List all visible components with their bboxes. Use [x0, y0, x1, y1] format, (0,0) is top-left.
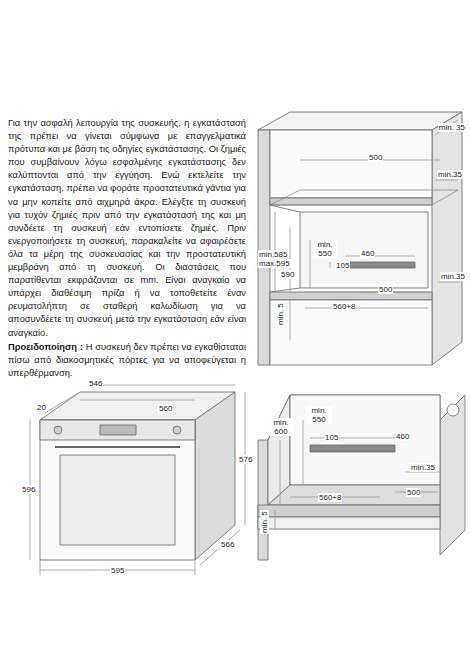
dimension-label: min. 550	[306, 406, 332, 424]
dimension-label: 560	[158, 404, 173, 413]
dimension-label: 460	[360, 249, 375, 258]
dimension-label: 460	[395, 432, 410, 441]
dimension-label: min. 5	[260, 510, 269, 534]
dimension-label: min.585	[258, 250, 288, 259]
dimension-label: 105	[335, 261, 350, 270]
dimension-label: 500	[378, 285, 393, 294]
dimension-label: min. 5	[276, 302, 285, 326]
dimension-label: min.35	[437, 170, 463, 179]
dimension-label: min. 35	[438, 123, 466, 132]
dimension-label: 590	[280, 270, 295, 279]
dimension-label: 560+8	[318, 493, 342, 502]
dimension-label: min. 600	[268, 418, 294, 436]
dimension-label: 105	[324, 433, 339, 442]
dimension-label: max.595	[258, 259, 291, 268]
dimension-label: min. 550	[312, 240, 338, 258]
body-paragraph: Για την ασφαλή λειτουργία της συσκευής, …	[8, 117, 246, 340]
dimension-label: 500	[368, 153, 383, 162]
warning-heading: Προειδοποίηση :	[8, 342, 83, 352]
dimension-label: min.35	[410, 463, 436, 472]
dimension-label: 546	[88, 379, 103, 388]
warning-paragraph: Προειδοποίηση : Η συσκευή δεν πρέπει να …	[8, 341, 246, 380]
dimension-label: 566	[220, 540, 235, 549]
dimension-label: 560+8	[332, 302, 356, 311]
dimension-label: 576	[238, 455, 253, 464]
dimension-label: 20	[36, 403, 47, 412]
dimension-label: 595	[110, 566, 125, 575]
dimension-label: 596	[21, 485, 36, 494]
dimension-label: min.35	[440, 272, 466, 281]
dimension-label: 500	[406, 488, 421, 497]
